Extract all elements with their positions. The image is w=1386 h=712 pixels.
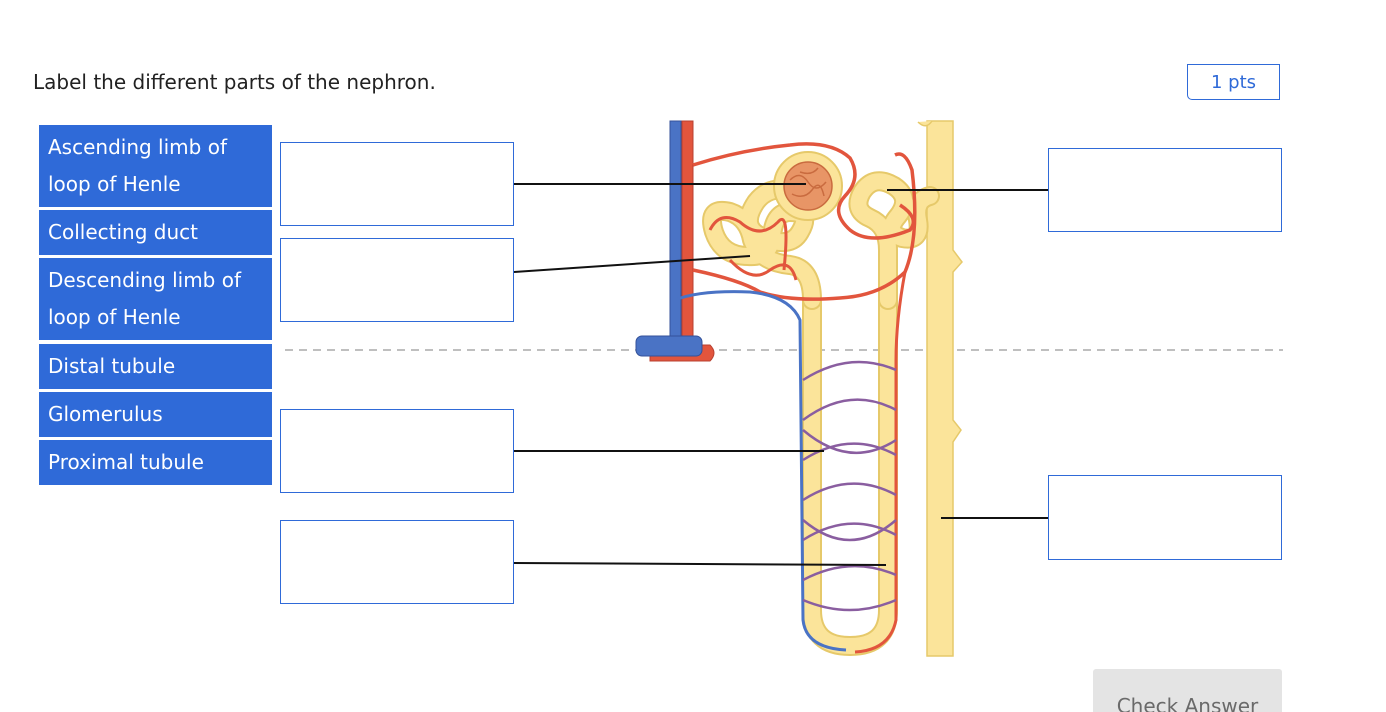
- word-bank-chip-distal-tubule[interactable]: Distal tubule: [39, 344, 272, 389]
- word-bank-chip-collecting-duct[interactable]: Collecting duct: [39, 210, 272, 255]
- points-badge: 1 pts: [1187, 64, 1280, 100]
- glomerulus-shape: [783, 161, 833, 211]
- renal-artery: [681, 120, 694, 346]
- check-answer-button[interactable]: Check Answer: [1093, 669, 1282, 712]
- drop-target-1[interactable]: [280, 142, 514, 226]
- glomerulus-capillaries: [789, 167, 827, 197]
- vasa-recta-arterial: [854, 271, 907, 654]
- renal-vein: [669, 120, 682, 346]
- word-bank-chip-descending-limb[interactable]: Descending limb of loop of Henle: [39, 258, 272, 340]
- vasa-recta-crosslinks: [802, 360, 897, 612]
- peritubular-capillary: [692, 152, 917, 301]
- leader-line-2: [513, 255, 751, 273]
- collecting-duct-shape: [926, 120, 963, 657]
- drop-target-6[interactable]: [1048, 475, 1282, 560]
- word-bank-chip-proximal-tubule[interactable]: Proximal tubule: [39, 440, 272, 485]
- vein-junction: [635, 335, 703, 357]
- distal-tubule: [850, 173, 938, 308]
- proximal-tubule: [704, 181, 820, 308]
- drop-target-4[interactable]: [280, 520, 514, 604]
- question-prompt: Label the different parts of the nephron…: [33, 70, 436, 94]
- loop-of-henle-outline: [802, 290, 898, 657]
- loop-of-henle: [804, 292, 896, 655]
- leader-line-4: [513, 562, 887, 566]
- vasa-recta-venous: [674, 290, 847, 652]
- drop-target-3[interactable]: [280, 409, 514, 493]
- drop-target-2[interactable]: [280, 238, 514, 322]
- collecting-duct-branch: [917, 120, 933, 127]
- capillary-network-proximal: [708, 216, 798, 281]
- afferent-arteriole: [692, 142, 916, 240]
- word-bank-chip-ascending-limb[interactable]: Ascending limb of loop of Henle: [39, 125, 272, 207]
- drop-target-5[interactable]: [1048, 148, 1282, 232]
- word-bank-chip-glomerulus[interactable]: Glomerulus: [39, 392, 272, 437]
